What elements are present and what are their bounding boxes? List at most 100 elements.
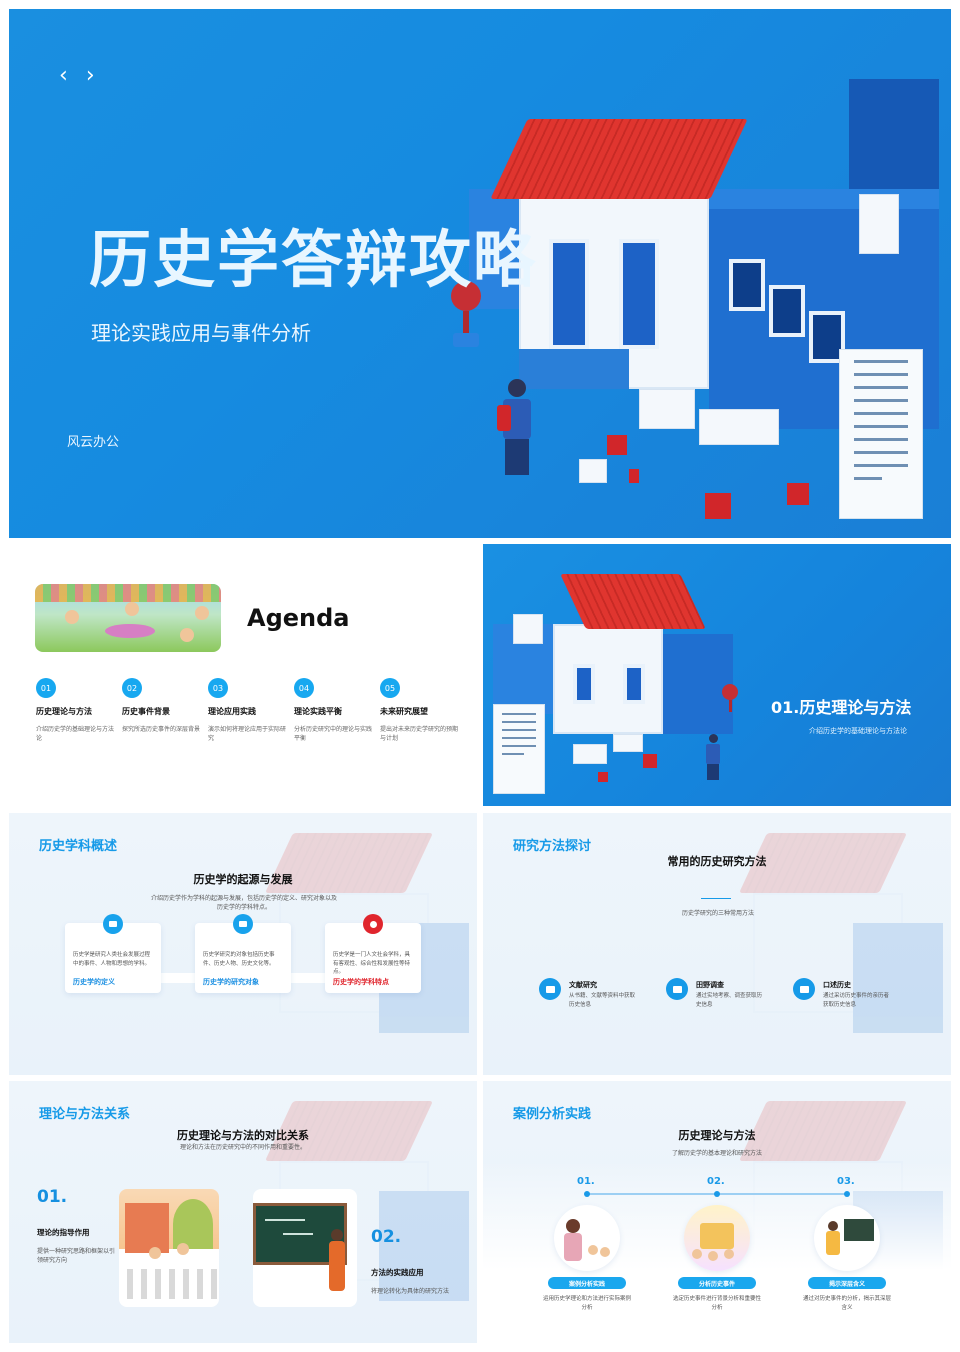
slide-title: 历史学的起源与发展 [193,873,293,886]
overview-slide[interactable]: 历史学科概述 历史学的起源与发展 介绍历史学作为学科的起源与发展，包括历史学的定… [9,813,477,1075]
point-title: 理论的指导作用 [37,1228,90,1237]
slide-subtitle: 了解历史学的基本理论和研究方法 [671,1150,762,1157]
briefcase-icon [103,914,123,934]
relation-slide[interactable]: 理论与方法关系 历史理论与方法的对比关系 理论和方法在历史研究中的不同作用和重要… [9,1081,477,1343]
scroll-document-illustration [839,349,923,519]
agenda-item[interactable]: 02 历史事件背景 探究所选历史事件的深层背景 [122,678,202,734]
agenda-item-title: 理论应用实践 [208,707,256,716]
slide-title: 常用的历史研究方法 [667,855,767,868]
agenda-item-desc: 演示如何将理论应用于实际研究 [208,726,287,742]
agenda-number-badge: 01 [36,678,56,698]
slide-heading: 案例分析实践 [513,1107,592,1122]
card-label: 历史学的学科特点 [333,978,389,986]
card-label: 历史学的定义 [73,978,115,986]
step-label-pill[interactable]: 案例分析实践 [548,1277,626,1289]
bonsai-tree-illustration [449,281,483,351]
step-number: 01. [577,1176,595,1187]
agenda-item-title: 理论实践平衡 [294,707,342,716]
info-card[interactable]: 历史学是一门人文社会学科，具有客观性、综合性和发展性等特点。 历史学的学科特点 [325,914,421,993]
step-description: 运用历史学理论和方法进行实际案例分析 [542,1296,631,1311]
agenda-item[interactable]: 05 未来研究展望 提出对未来历史学研究的预期与计划 [380,678,460,743]
methods-slide[interactable]: 研究方法探讨 常用的历史研究方法 历史学研究的三种常用方法 文献研究 从书籍、文… [483,813,951,1075]
slide-subtitle: 历史学研究的三种常用方法 [681,910,754,917]
agenda-number-badge: 02 [122,678,142,698]
info-card[interactable]: 历史学是研究人类社会发展过程中的事件、人物和思想的学科。 历史学的定义 [65,914,161,993]
card-description: 历史学研究的对象包括历史事件、历史人物、历史文化等。 [203,952,275,967]
brand-name: 风云办公 [67,435,120,450]
agenda-number-badge: 04 [294,678,314,698]
agenda-item[interactable]: 04 理论实践平衡 分析历史研究中的理论与实践平衡 [294,678,374,743]
slide-heading: 研究方法探讨 [513,839,592,854]
school-building-illustration [493,554,753,804]
timeline-dot [584,1191,590,1197]
method-title: 田野调查 [696,981,724,989]
hero-slide[interactable]: ‹ › [9,9,951,538]
calendar-icon [666,978,688,1000]
method-description: 通过采访历史事件的亲历者获取历史信息 [823,993,890,1008]
hero-subtitle: 理论实践应用与事件分析 [91,321,311,345]
hero-navigation: ‹ › [59,63,95,88]
agenda-item[interactable]: 03 理论应用实践 演示如何将理论应用于实际研究 [208,678,288,743]
method-description: 通过实地考察、调查获取历史信息 [696,993,763,1008]
cases-slide[interactable]: 案例分析实践 历史理论与方法 了解历史学的基本理论和研究方法 01. 案例分析实… [483,1081,951,1343]
kids-group-image [684,1205,750,1271]
agenda-item-desc: 提出对未来历史学研究的预期与计划 [380,726,459,742]
teacher-blackboard-image [253,1189,357,1307]
point-title: 方法的实践应用 [371,1268,424,1277]
school-crossing-image [119,1189,219,1307]
teacher-kids-image [554,1205,620,1271]
step-label-pill[interactable]: 揭示深层含义 [808,1277,886,1289]
method-description: 从书籍、文献等资料中获取历史信息 [569,993,636,1008]
point-description: 将理论转化为具体的研究方法 [371,1288,450,1295]
agenda-item-title: 历史理论与方法 [36,707,92,716]
image-icon [539,978,561,1000]
chevron-right-icon[interactable]: › [85,63,95,88]
agenda-item-desc: 探究所选历史事件的深层背景 [122,726,201,733]
info-card[interactable]: 历史学研究的对象包括历史事件、历史人物、历史文化等。 历史学的研究对象 [195,914,291,993]
step-description: 选定历史事件进行背景分析和重要性分析 [672,1296,761,1311]
printer-icon [233,914,253,934]
point-description: 提供一种研究思路和框架以引领研究方向 [37,1248,116,1264]
section-subtitle: 介绍历史学的基础理论与方法论 [809,727,907,735]
kids-playing-image [35,584,221,652]
student-figure [497,379,537,489]
school-building-illustration [449,49,949,538]
card-description: 历史学是研究人类社会发展过程中的事件、人物和思想的学科。 [73,952,151,967]
agenda-title: Agenda [247,604,350,632]
slide-subtitle: 介绍历史学作为学科的起源与发展，包括历史学的定义、研究对象以及历史学的学科特点。 [150,895,337,911]
hero-title: 历史学答辩攻略 [89,223,538,296]
agenda-item-desc: 分析历史研究中的理论与实践平衡 [294,726,373,742]
teacher-board-image [814,1205,880,1271]
agenda-item-desc: 介绍历史学的基础理论与方法论 [36,726,115,742]
agenda-item-title: 未来研究展望 [380,707,428,716]
agenda-number-badge: 05 [380,678,400,698]
timeline-dot [844,1191,850,1197]
agenda-item-title: 历史事件背景 [122,707,170,716]
background-building-watermark [713,833,943,1063]
card-label: 历史学的研究对象 [203,978,259,986]
card-description: 历史学是一门人文社会学科，具有客观性、综合性和发展性等特点。 [333,952,411,976]
step-number: 02. [707,1176,725,1187]
slide-heading: 理论与方法关系 [39,1107,131,1122]
step-description: 通过对历史事件的分析，揭示其深层含义 [802,1296,891,1311]
slide-heading: 历史学科概述 [39,839,118,854]
slide-subtitle: 理论和方法在历史研究中的不同作用和重要性。 [179,1144,306,1151]
point-number: 02. [371,1227,402,1247]
agenda-item[interactable]: 01 历史理论与方法 介绍历史学的基础理论与方法论 [36,678,116,743]
step-number: 03. [837,1176,855,1187]
timeline-dot [714,1191,720,1197]
title-divider [701,898,731,899]
point-number: 01. [37,1187,68,1207]
target-icon [363,914,383,934]
slide-title: 历史理论与方法的对比关系 [177,1129,309,1142]
step-label-pill[interactable]: 分析历史事件 [678,1277,756,1289]
chevron-left-icon[interactable]: ‹ [59,63,68,88]
slide-title: 历史理论与方法 [678,1129,756,1142]
method-title: 口述历史 [823,981,851,989]
method-title: 文献研究 [569,981,597,989]
section-title: 01.历史理论与方法 [771,698,912,717]
agenda-number-badge: 03 [208,678,228,698]
section-slide[interactable]: 01.历史理论与方法 介绍历史学的基础理论与方法论 [483,544,951,806]
agenda-slide[interactable]: Agenda 01 历史理论与方法 介绍历史学的基础理论与方法论 02 历史事件… [9,544,477,806]
